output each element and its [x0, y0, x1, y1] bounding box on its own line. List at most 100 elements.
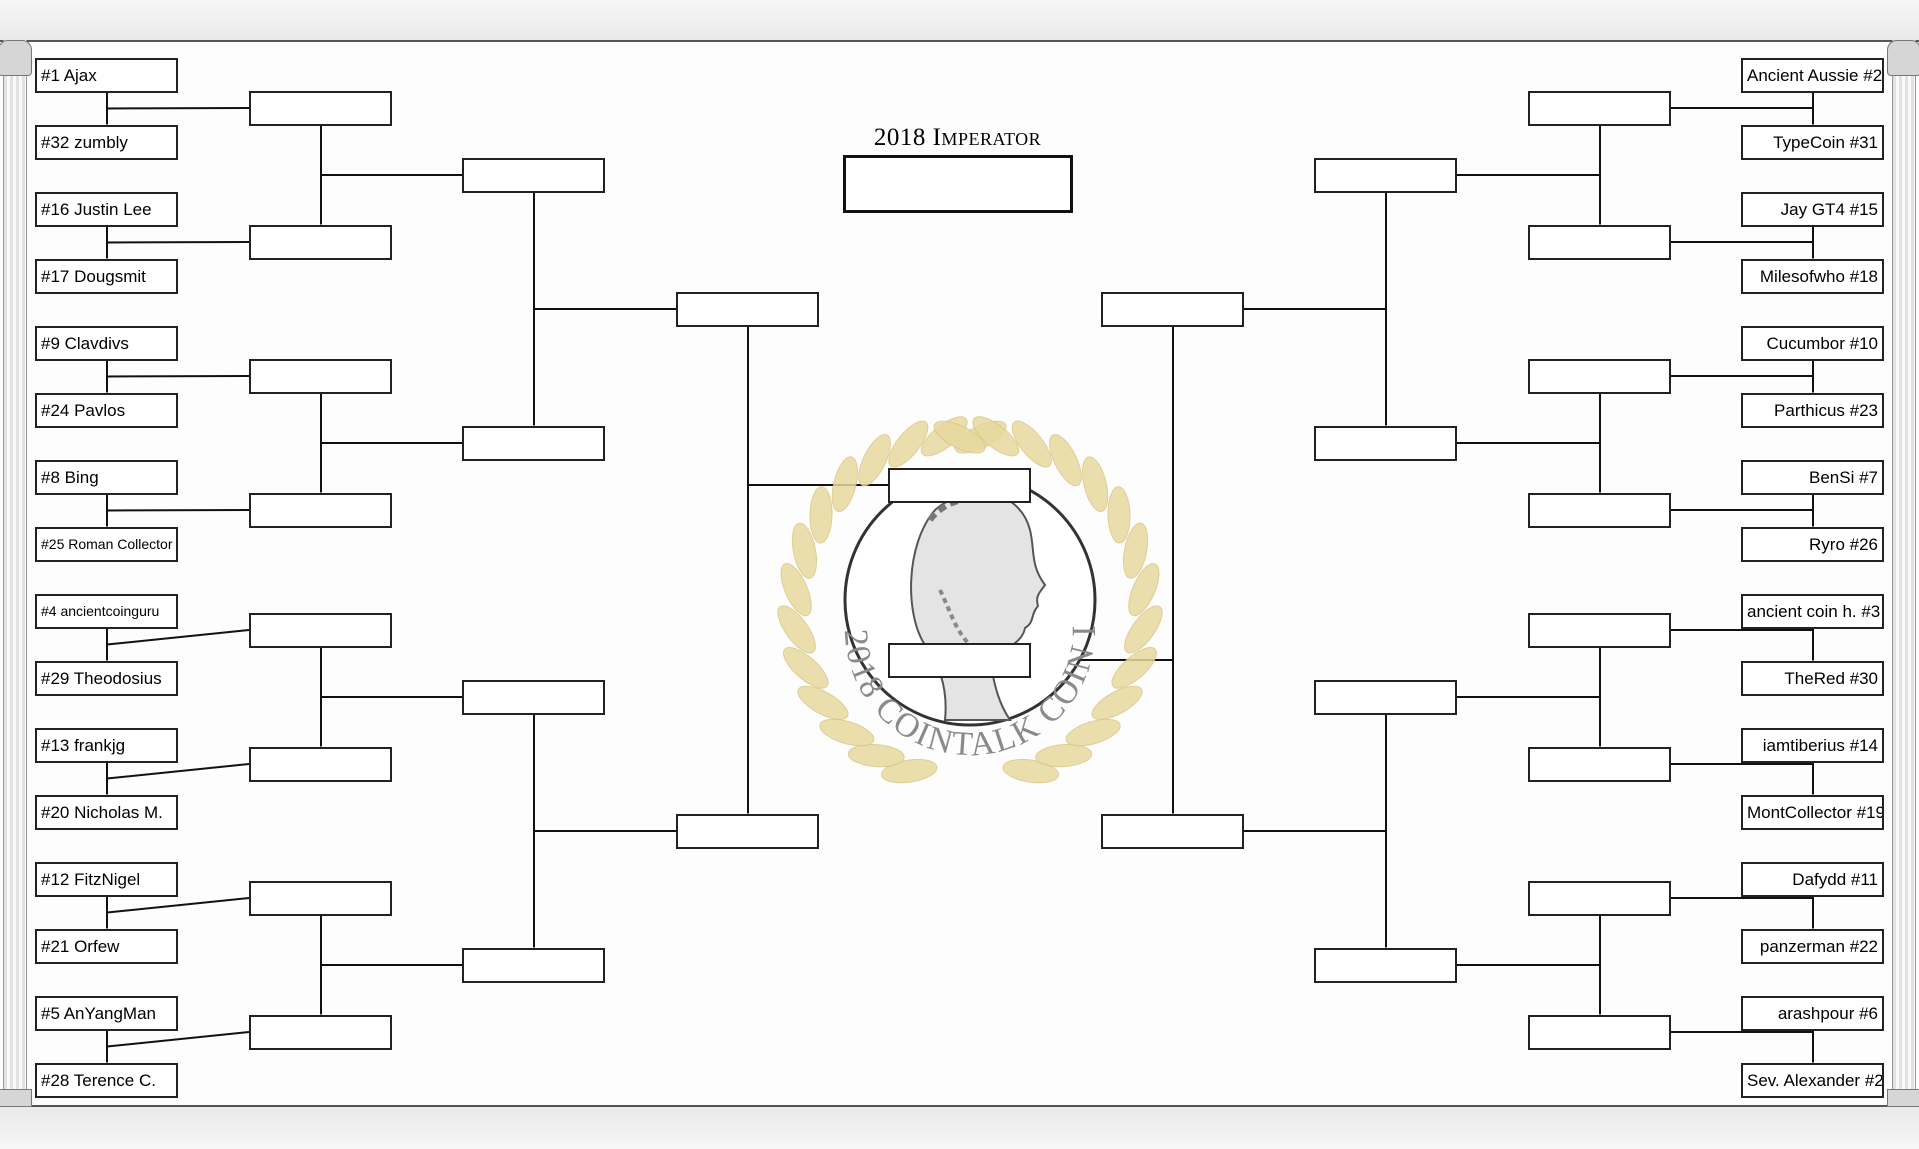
laurel-leaf-icon [1011, 420, 1052, 468]
seed-slot[interactable]: iamtiberius #14 [1741, 727, 1884, 763]
seed-slot[interactable]: #20 Nicholas M. [35, 794, 178, 830]
laurel-leaf-icon [783, 647, 829, 689]
laurel-leaf-icon [1082, 456, 1109, 513]
round2-slot[interactable] [249, 612, 392, 648]
seed-slot[interactable]: #1 Ajax [35, 57, 178, 93]
elite8-slot[interactable] [676, 813, 819, 849]
sweet16-slot[interactable] [1314, 947, 1457, 983]
seed-slot[interactable]: #4 ancientcoinguru [35, 593, 178, 629]
seed-slot[interactable]: #17 Dougsmit [35, 258, 178, 294]
laurel-leaf-icon [819, 718, 875, 747]
seed-slot[interactable]: Jay GT4 #15 [1741, 191, 1884, 227]
round2-slot[interactable] [1528, 746, 1671, 782]
elite8-slot[interactable] [1101, 291, 1244, 327]
round2-slot[interactable] [1528, 492, 1671, 528]
seed-slot[interactable]: Cucumbor #10 [1741, 325, 1884, 361]
seed-slot[interactable]: Ryro #26 [1741, 526, 1884, 562]
left-pillar-base [0, 1089, 32, 1107]
laurel-leaf-icon [1111, 647, 1157, 689]
seed-slot[interactable]: #12 FitzNigel [35, 861, 178, 897]
round2-slot[interactable] [249, 880, 392, 916]
round2-slot[interactable] [1528, 880, 1671, 916]
seed-slot[interactable]: Ancient Aussie #2 [1741, 57, 1884, 93]
laurel-leaf-icon [1065, 718, 1121, 747]
connector-line [106, 375, 250, 378]
bracket-title: 2018 Imperator [873, 124, 1042, 151]
laurel-leaf-icon [858, 434, 891, 487]
round2-slot[interactable] [1528, 358, 1671, 394]
final-four-left-slot[interactable] [888, 467, 1031, 503]
round2-slot[interactable] [249, 90, 392, 126]
laurel-leaf-icon [809, 486, 833, 544]
round2-slot[interactable] [249, 358, 392, 394]
round2-slot[interactable] [249, 1014, 392, 1050]
seed-slot[interactable]: ancient coin h. #3 [1741, 593, 1884, 629]
laurel-leaf-icon [797, 685, 849, 720]
round2-slot[interactable] [249, 492, 392, 528]
sweet16-slot[interactable] [1314, 425, 1457, 461]
seed-slot[interactable]: #5 AnYangMan [35, 995, 178, 1031]
seed-slot[interactable]: #28 Terence C. [35, 1062, 178, 1098]
connector-line [106, 1031, 250, 1048]
sweet16-slot[interactable] [1314, 157, 1457, 193]
laurel-leaf-icon [791, 522, 818, 579]
champion-slot[interactable] [843, 155, 1073, 213]
seed-slot[interactable]: Parthicus #23 [1741, 392, 1884, 428]
seed-slot[interactable]: #25 Roman Collector [35, 526, 178, 562]
seed-slot[interactable]: #24 Pavlos [35, 392, 178, 428]
laurel-leaf-icon [1128, 563, 1160, 617]
sweet16-slot[interactable] [462, 425, 605, 461]
laurel-leaf-icon [888, 420, 929, 468]
sweet16-slot[interactable] [462, 157, 605, 193]
round2-slot[interactable] [249, 224, 392, 260]
seed-slot[interactable]: Sev. Alexander #27 [1741, 1062, 1884, 1098]
seed-slot[interactable]: panzerman #22 [1741, 928, 1884, 964]
laurel-leaf-icon [1035, 743, 1093, 768]
laurel-leaf-icon [1049, 434, 1082, 487]
right-column-pillar [1892, 40, 1916, 1105]
round2-slot[interactable] [1528, 90, 1671, 126]
seed-slot[interactable]: #13 frankjg [35, 727, 178, 763]
round2-slot[interactable] [1528, 224, 1671, 260]
sweet16-slot[interactable] [1314, 679, 1457, 715]
seed-slot[interactable]: Dafydd #11 [1741, 861, 1884, 897]
elite8-slot[interactable] [676, 291, 819, 327]
right-pillar-capital [1887, 40, 1919, 76]
laurel-leaf-icon [1091, 685, 1143, 720]
round2-slot[interactable] [249, 746, 392, 782]
connector-line [106, 241, 250, 244]
seed-slot[interactable]: #8 Bing [35, 459, 178, 495]
seed-slot[interactable]: BenSi #7 [1741, 459, 1884, 495]
right-pillar-base [1887, 1089, 1919, 1107]
round2-slot[interactable] [1528, 1014, 1671, 1050]
laurel-leaf-icon [847, 743, 905, 768]
seed-slot[interactable]: Milesofwho #18 [1741, 258, 1884, 294]
round2-slot[interactable] [1528, 612, 1671, 648]
elite8-slot[interactable] [1101, 813, 1244, 849]
seed-slot[interactable]: #29 Theodosius [35, 660, 178, 696]
seed-slot[interactable]: arashpour #6 [1741, 995, 1884, 1031]
seed-slot[interactable]: #9 Clavdivs [35, 325, 178, 361]
seed-slot[interactable]: TheRed #30 [1741, 660, 1884, 696]
connector-line [106, 509, 250, 512]
laurel-wreath-right-icon [933, 416, 1163, 784]
sweet16-slot[interactable] [462, 947, 605, 983]
bottom-frieze [0, 1105, 1919, 1149]
seed-slot[interactable]: MontCollector #19 [1741, 794, 1884, 830]
laurel-leaf-icon [831, 456, 858, 513]
seed-slot[interactable]: #16 Justin Lee [35, 191, 178, 227]
left-pillar-capital [0, 40, 32, 76]
seed-slot[interactable]: #32 zumbly [35, 124, 178, 160]
cointalk-laurel-coin-logo: 2018 COINTALK COIN IMPERATOR BRACKET [700, 360, 1163, 784]
final-four-right-slot[interactable] [888, 642, 1031, 678]
sweet16-slot[interactable] [462, 679, 605, 715]
seed-slot[interactable]: TypeCoin #31 [1741, 124, 1884, 160]
connector-line [106, 629, 250, 646]
connector-line [106, 897, 250, 914]
top-frieze [0, 0, 1919, 42]
left-column-pillar [3, 40, 27, 1105]
seed-slot[interactable]: #21 Orfew [35, 928, 178, 964]
connector-line [106, 763, 250, 780]
